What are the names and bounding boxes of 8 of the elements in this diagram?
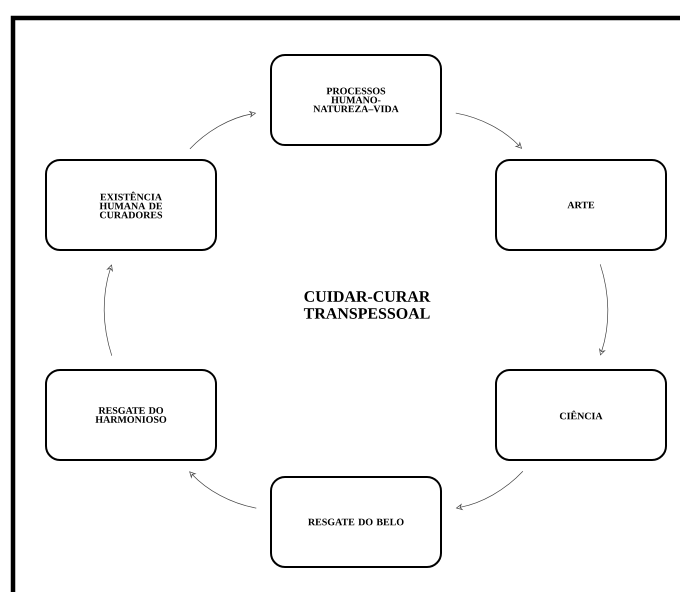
process-box: PROCESSOS HUMANO-NATUREZA–VIDA <box>270 54 442 146</box>
arrow <box>189 471 257 508</box>
process-box: CIÊNCIA <box>495 369 667 461</box>
process-box: ARTE <box>495 159 667 251</box>
center-title: CUIDAR-CURAR TRANSPESSOAL <box>304 291 430 319</box>
process-box: EXISTÊNCIA HUMANA DE CURADORES <box>45 159 217 251</box>
process-box: RESGATE DO BELO <box>270 476 442 568</box>
process-box: RESGATE DO HARMONIOSO <box>45 369 217 461</box>
